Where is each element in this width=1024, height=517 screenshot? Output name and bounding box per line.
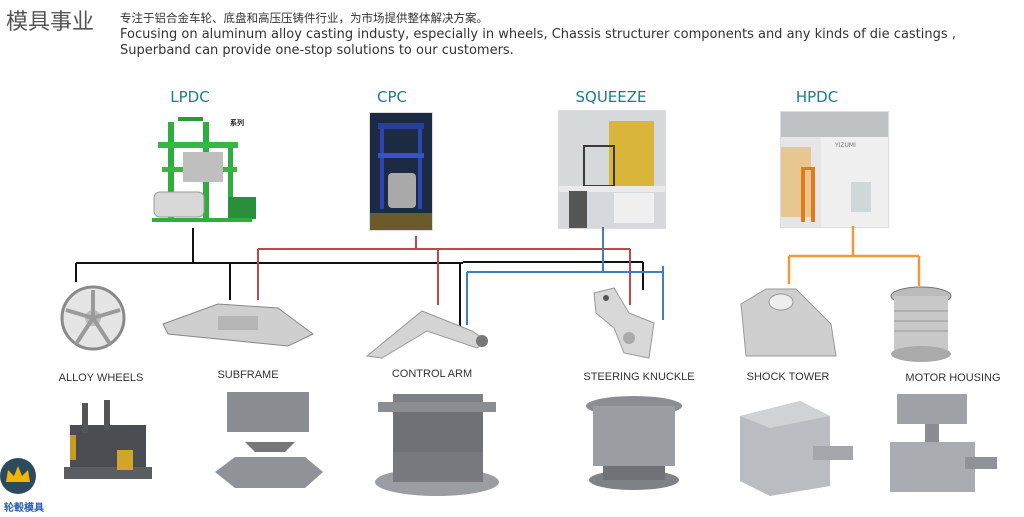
steering-knuckle-mold-image xyxy=(583,392,685,492)
crown-icon xyxy=(6,466,30,482)
squeeze-machine-photo xyxy=(558,110,666,229)
shock-tower-mold-image xyxy=(725,396,853,500)
shock-tower-image xyxy=(736,284,841,359)
cpc-connector xyxy=(257,236,631,305)
squeeze-connector xyxy=(466,227,664,325)
product-label-motor-housing: MOTOR HOUSING xyxy=(905,372,1001,384)
product-label-shock-tower: SHOCK TOWER xyxy=(746,371,830,383)
company-logo xyxy=(0,458,36,494)
hpdc-machine-photo: YIZUMI xyxy=(780,111,889,228)
series-badge: 系列 xyxy=(230,119,244,127)
product-label-steering-knuckle: STEERING KNUCKLE xyxy=(583,371,695,383)
process-label-cpc: CPC xyxy=(377,88,407,106)
hpdc-connector xyxy=(787,226,921,286)
logo-text: 轮毂模具 xyxy=(4,503,44,514)
cpc-machine-photo xyxy=(369,112,433,231)
lpdc-connector xyxy=(75,228,644,330)
alloy-wheel-image xyxy=(58,284,128,352)
process-label-hpdc: HPDC xyxy=(795,88,839,106)
steering-knuckle-image xyxy=(584,283,664,363)
process-label-lpdc: LPDC xyxy=(170,88,210,106)
alloy-wheel-mold-image xyxy=(62,395,154,490)
process-label-squeeze: SQUEEZE xyxy=(575,88,647,106)
subframe-mold-image xyxy=(215,392,323,492)
motor-housing-image xyxy=(888,286,954,364)
product-label-control-arm: CONTROL ARM xyxy=(391,368,473,380)
product-label-alloy-wheels: ALLOY WHEELS xyxy=(58,372,144,384)
subframe-image xyxy=(158,294,318,354)
motor-housing-mold-image xyxy=(885,392,997,500)
product-label-subframe: SUBFRAME xyxy=(217,369,279,381)
control-arm-mold-image xyxy=(373,392,501,497)
control-arm-image xyxy=(362,296,492,362)
description-en: Focusing on aluminum alloy casting indus… xyxy=(120,27,956,58)
description-cn: 专注于铝合金车轮、底盘和高压压铸件行业，为市场提供整体解决方案。 xyxy=(120,11,488,25)
lpdc-machine-photo: 系列 xyxy=(148,112,258,232)
page-title: 模具事业 xyxy=(6,10,95,35)
machine-brand-text: YIZUMI xyxy=(835,142,856,149)
